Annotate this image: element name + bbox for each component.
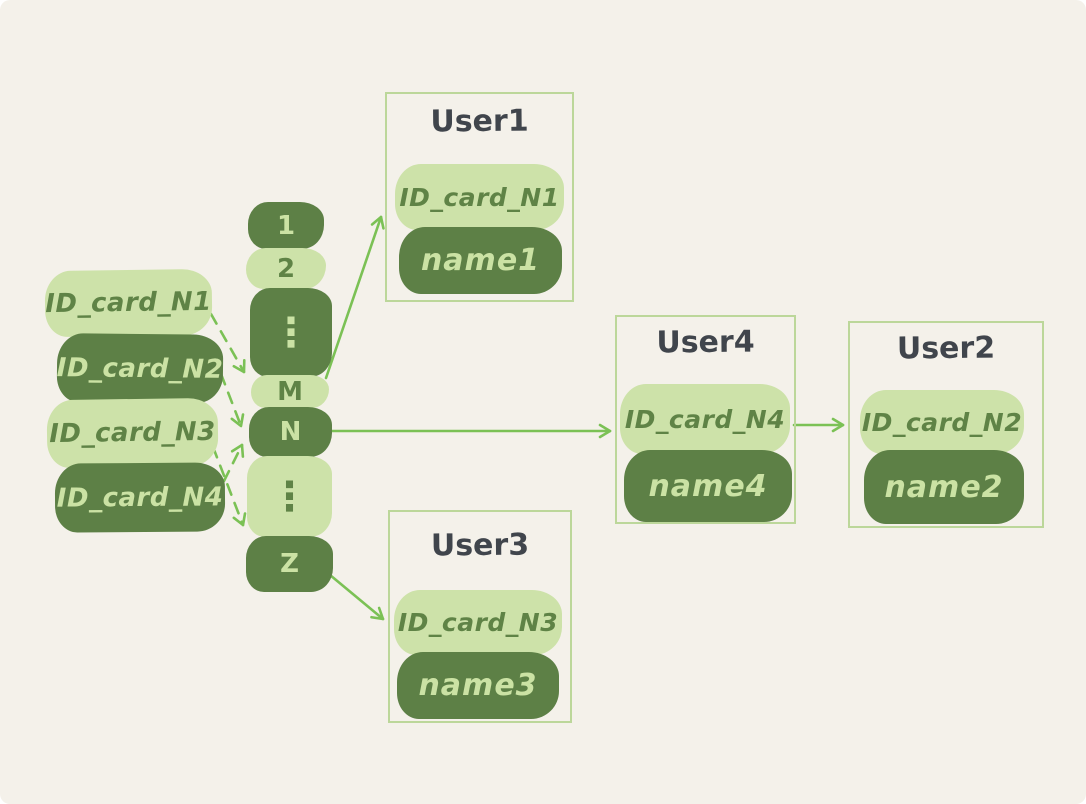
bucket-n: N bbox=[249, 407, 332, 457]
user4-id-card-pill: ID_card_N4 bbox=[620, 384, 790, 454]
user4-name-pill: name4 bbox=[624, 450, 792, 522]
id-card-n3-label: ID_card_N3 bbox=[49, 416, 216, 450]
id-card-n2: ID_card_N2 bbox=[56, 333, 224, 404]
id-card-n4-label: ID_card_N4 bbox=[56, 481, 224, 514]
bucket-2-label: 2 bbox=[276, 253, 296, 284]
bucket-ellipsis-upper-label: ⋮ bbox=[271, 309, 311, 356]
user3-title: User3 bbox=[430, 527, 530, 564]
user2-id-card-label: ID_card_N2 bbox=[861, 407, 1023, 437]
user3-id-card-pill: ID_card_N3 bbox=[394, 590, 562, 655]
user2-id-card-pill: ID_card_N2 bbox=[860, 390, 1024, 454]
bucket-2: 2 bbox=[246, 248, 326, 289]
user1-id-card-pill: ID_card_N1 bbox=[395, 164, 564, 230]
user2-name-pill: name2 bbox=[864, 450, 1024, 524]
bucket-z: Z bbox=[246, 536, 333, 592]
bucket-ellipsis-lower-label: ⋮ bbox=[269, 473, 310, 520]
bucket-1-label: 1 bbox=[276, 210, 296, 241]
user3-name-label: name3 bbox=[418, 668, 538, 703]
edge-card4-to-bucket-n bbox=[222, 443, 245, 483]
user1-name-label: name1 bbox=[420, 243, 541, 278]
edge-bucket-z-to-user3 bbox=[328, 573, 385, 621]
user4-box: User4 ID_card_N4 name4 bbox=[615, 315, 796, 524]
id-card-n1: ID_card_N1 bbox=[44, 268, 213, 338]
edge-bucket-m-to-user1 bbox=[324, 215, 385, 380]
user4-title: User4 bbox=[656, 324, 755, 361]
user2-title: User2 bbox=[896, 330, 996, 367]
user1-id-card-label: ID_card_N1 bbox=[399, 182, 560, 212]
user1-box: User1 ID_card_N1 name1 bbox=[385, 92, 574, 302]
bucket-ellipsis-lower: ⋮ bbox=[247, 456, 332, 537]
bucket-m-label: M bbox=[277, 376, 303, 407]
id-card-n4: ID_card_N4 bbox=[54, 462, 226, 533]
id-card-n2-label: ID_card_N2 bbox=[56, 352, 224, 385]
bucket-m: M bbox=[251, 375, 329, 408]
user4-id-card-label: ID_card_N4 bbox=[624, 404, 786, 434]
bucket-n-label: N bbox=[279, 417, 302, 447]
bucket-z-label: Z bbox=[280, 549, 299, 579]
id-card-n1-label: ID_card_N1 bbox=[45, 286, 212, 320]
edge-card2-to-bucket-n bbox=[219, 372, 245, 428]
user3-name-pill: name3 bbox=[397, 652, 559, 719]
user3-box: User3 ID_card_N3 name3 bbox=[388, 510, 572, 723]
user2-name-label: name2 bbox=[884, 469, 1004, 505]
bucket-1: 1 bbox=[248, 202, 324, 249]
user1-title: User1 bbox=[430, 103, 529, 140]
user3-id-card-label: ID_card_N3 bbox=[397, 608, 559, 637]
user1-name-pill: name1 bbox=[399, 227, 562, 294]
id-card-n3: ID_card_N3 bbox=[46, 397, 219, 469]
user2-box: User2 ID_card_N2 name2 bbox=[848, 321, 1044, 528]
bucket-ellipsis-upper: ⋮ bbox=[250, 288, 332, 377]
user4-name-label: name4 bbox=[648, 468, 768, 504]
